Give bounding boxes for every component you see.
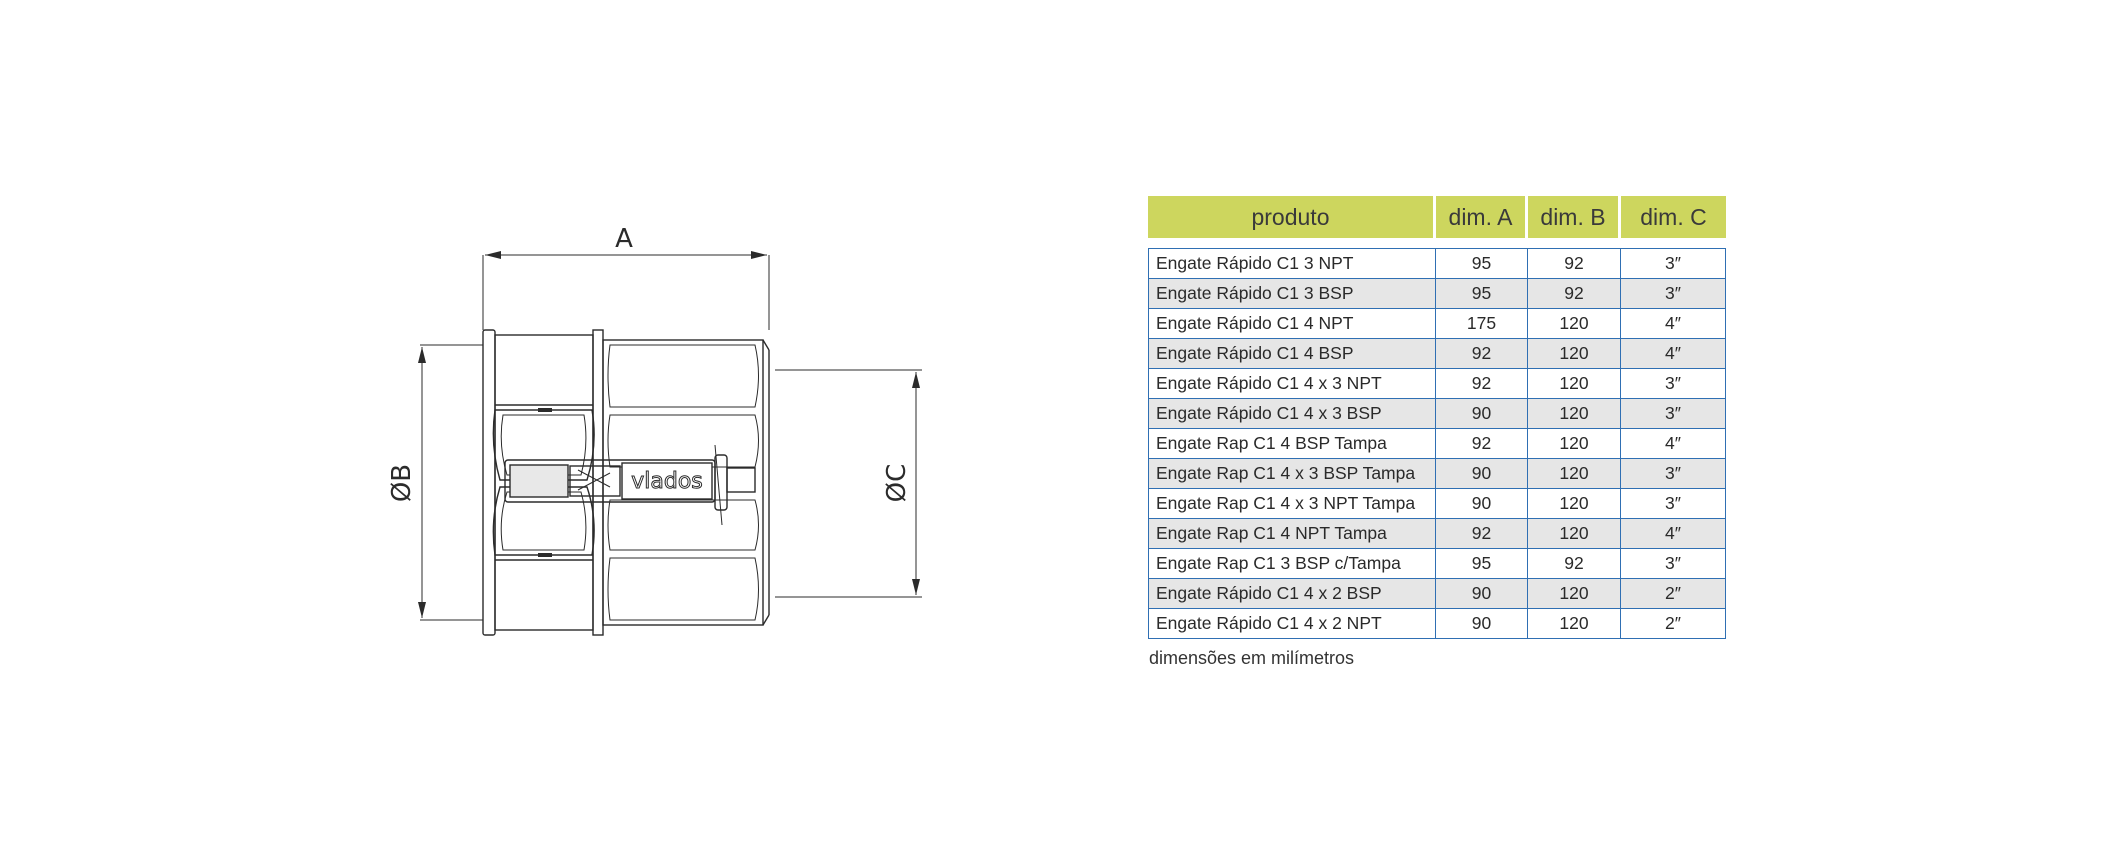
- spec-table: produto dim. A dim. B dim. C Engate Rápi…: [1148, 196, 1726, 639]
- cell-dim-c: 3″: [1621, 248, 1726, 279]
- cell-produto: Engate Rap C1 4 x 3 BSP Tampa: [1148, 459, 1436, 489]
- cell-dim-a: 90: [1436, 459, 1528, 489]
- cell-dim-b: 120: [1528, 339, 1621, 369]
- cell-dim-a: 92: [1436, 369, 1528, 399]
- cell-produto: Engate Rápido C1 4 BSP: [1148, 339, 1436, 369]
- cell-dim-c: 4″: [1621, 339, 1726, 369]
- cell-produto: Engate Rápido C1 4 x 3 NPT: [1148, 369, 1436, 399]
- cell-produto: Engate Rap C1 4 BSP Tampa: [1148, 429, 1436, 459]
- cell-dim-a: 92: [1436, 429, 1528, 459]
- header-dim-a: dim. A: [1436, 196, 1528, 238]
- header-produto: produto: [1148, 196, 1436, 238]
- dim-a-label: A: [615, 225, 633, 254]
- cell-dim-b: 120: [1528, 459, 1621, 489]
- cell-dim-c: 4″: [1621, 309, 1726, 339]
- cell-produto: Engate Rap C1 4 x 3 NPT Tampa: [1148, 489, 1436, 519]
- cell-dim-b: 120: [1528, 399, 1621, 429]
- header-dim-b: dim. B: [1528, 196, 1621, 238]
- cell-dim-c: 2″: [1621, 609, 1726, 639]
- cell-produto: Engate Rápido C1 3 NPT: [1148, 248, 1436, 279]
- header-dim-c: dim. C: [1621, 196, 1726, 238]
- cell-dim-c: 4″: [1621, 429, 1726, 459]
- cell-produto: Engate Rápido C1 4 NPT: [1148, 309, 1436, 339]
- cell-produto: Engate Rap C1 4 NPT Tampa: [1148, 519, 1436, 549]
- cell-dim-a: 95: [1436, 248, 1528, 279]
- cell-dim-a: 95: [1436, 279, 1528, 309]
- footnote: dimensões em milímetros: [1149, 648, 1355, 668]
- cell-dim-b: 92: [1528, 279, 1621, 309]
- cell-produto: Engate Rápido C1 4 x 3 BSP: [1148, 399, 1436, 429]
- cell-dim-a: 175: [1436, 309, 1528, 339]
- cell-dim-c: 3″: [1621, 459, 1726, 489]
- coupling-technical-drawing: A ØB ØC vlados: [387, 225, 922, 636]
- cell-produto: Engate Rápido C1 4 x 2 NPT: [1148, 609, 1436, 639]
- cell-dim-c: 3″: [1621, 369, 1726, 399]
- cell-dim-b: 120: [1528, 579, 1621, 609]
- cell-dim-c: 3″: [1621, 549, 1726, 579]
- cell-dim-c: 4″: [1621, 519, 1726, 549]
- cell-dim-c: 2″: [1621, 579, 1726, 609]
- cell-dim-a: 90: [1436, 489, 1528, 519]
- cell-dim-b: 120: [1528, 369, 1621, 399]
- cell-dim-a: 90: [1436, 399, 1528, 429]
- cell-dim-c: 3″: [1621, 279, 1726, 309]
- table-header-row: produto dim. A dim. B dim. C: [1148, 196, 1726, 238]
- cell-dim-b: 120: [1528, 309, 1621, 339]
- cell-dim-b: 120: [1528, 429, 1621, 459]
- brand-logo-text: vlados: [631, 469, 703, 494]
- cell-dim-a: 92: [1436, 339, 1528, 369]
- cell-dim-b: 120: [1528, 519, 1621, 549]
- cell-produto: Engate Rap C1 3 BSP c/Tampa: [1148, 549, 1436, 579]
- cell-dim-b: 92: [1528, 248, 1621, 279]
- cell-dim-b: 120: [1528, 609, 1621, 639]
- dim-c-label: ØC: [882, 464, 912, 503]
- cell-dim-a: 95: [1436, 549, 1528, 579]
- cell-produto: Engate Rápido C1 4 x 2 BSP: [1148, 579, 1436, 609]
- cell-dim-b: 120: [1528, 489, 1621, 519]
- dim-b-label: ØB: [387, 464, 417, 502]
- cell-dim-b: 92: [1528, 549, 1621, 579]
- cell-dim-a: 90: [1436, 579, 1528, 609]
- cell-dim-a: 92: [1436, 519, 1528, 549]
- cell-dim-c: 3″: [1621, 399, 1726, 429]
- cell-produto: Engate Rápido C1 3 BSP: [1148, 279, 1436, 309]
- cell-dim-a: 90: [1436, 609, 1528, 639]
- cell-dim-c: 3″: [1621, 489, 1726, 519]
